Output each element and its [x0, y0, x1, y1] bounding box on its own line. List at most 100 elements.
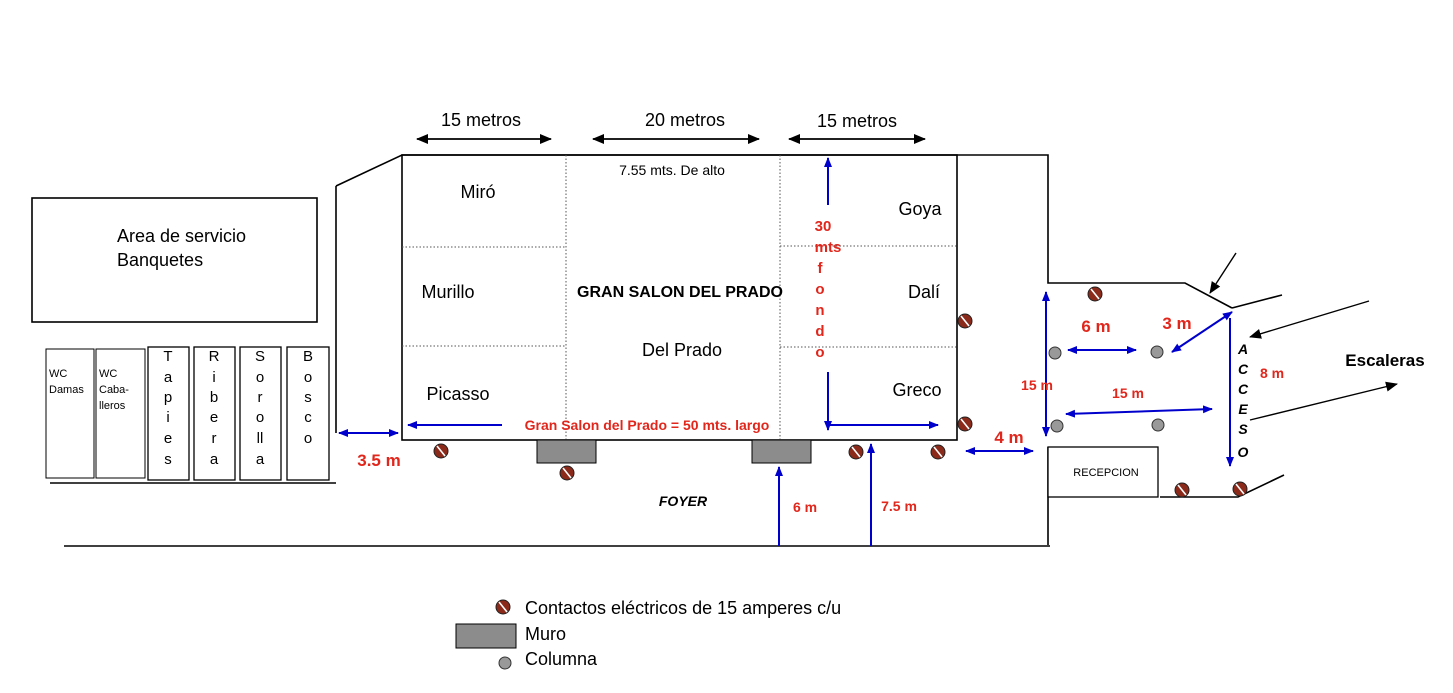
columns [1048, 345, 1165, 433]
legend-outlets-label: Contactos eléctricos de 15 amperes c/u [525, 598, 841, 618]
svg-text:O: O [1238, 444, 1249, 460]
height-note: 7.55 mts. De alto [619, 162, 725, 178]
foyer-label: FOYER [659, 493, 708, 509]
wc-caballeros: WC Caba- lleros [95, 348, 146, 479]
room-picasso: Picasso [426, 384, 489, 404]
outlet-icon [1087, 286, 1103, 302]
svg-text:o: o [256, 369, 264, 386]
svg-text:p: p [164, 389, 172, 406]
svg-text:8 m: 8 m [1260, 365, 1284, 381]
svg-text:15 m: 15 m [1112, 385, 1144, 401]
legend: Contactos eléctricos de 15 amperes c/u M… [455, 598, 841, 670]
length-label: Gran Salon del Prado = 50 mts. largo [525, 417, 770, 433]
svg-text:o: o [304, 369, 312, 386]
gran-salon: 7.55 mts. De alto Miró Murillo Picasso G… [401, 154, 958, 441]
column-icon [1048, 346, 1062, 360]
outlet-icon [930, 444, 946, 460]
room-tapies: T a p i e s [147, 346, 190, 481]
service-area-line2: Banquetes [117, 250, 203, 270]
muro-icon [455, 623, 517, 649]
access-area: RECEPCION 15 m 6 m 3 m 15 m 8 m A C C E … [1021, 252, 1425, 498]
svg-text:R: R [209, 348, 220, 365]
dim-left-label: 15 metros [441, 110, 521, 130]
del-prado-label: Del Prado [642, 340, 722, 360]
svg-text:6 m: 6 m [1081, 317, 1110, 336]
outlet-icon [1174, 482, 1190, 498]
top-dimensions: 15 metros 20 metros 15 metros [416, 110, 926, 144]
column-icon [1151, 418, 1165, 432]
outlet-icon [848, 444, 864, 460]
svg-text:E: E [1238, 401, 1248, 417]
svg-text:WC: WC [99, 368, 117, 380]
dim-center-label: 20 metros [645, 110, 725, 130]
svg-text:T: T [163, 348, 172, 365]
room-murillo: Murillo [421, 282, 474, 302]
svg-text:f: f [818, 260, 824, 277]
outlet-icon [1232, 481, 1248, 497]
svg-text:n: n [815, 302, 824, 319]
outlets [433, 286, 1248, 498]
outlet-icon [495, 599, 511, 615]
svg-text:a: a [164, 369, 173, 386]
svg-text:4 m: 4 m [994, 428, 1023, 447]
svg-text:o: o [256, 409, 264, 426]
room-ribera: R i b e r a [193, 346, 236, 481]
outlet-icon [957, 416, 973, 432]
svg-text:C: C [1238, 381, 1249, 397]
column-icon [498, 656, 512, 670]
column-icon [1150, 345, 1164, 359]
svg-text:30: 30 [815, 218, 832, 235]
svg-text:o: o [815, 281, 824, 298]
svg-text:s: s [164, 451, 172, 468]
dim-right-label: 15 metros [817, 111, 897, 131]
outlet-icon [957, 313, 973, 329]
svg-text:a: a [256, 451, 265, 468]
svg-text:e: e [164, 430, 172, 447]
svg-text:6 m: 6 m [793, 499, 817, 515]
legend-columna-label: Columna [525, 649, 598, 669]
legend-muro-label: Muro [525, 624, 566, 644]
svg-text:B: B [303, 348, 313, 365]
column-icon [1050, 419, 1064, 433]
svg-text:b: b [210, 389, 218, 406]
svg-text:e: e [210, 409, 218, 426]
svg-text:i: i [212, 369, 215, 386]
svg-text:r: r [212, 430, 217, 447]
svg-text:3.5 m: 3.5 m [357, 451, 400, 470]
outlet-icon [559, 465, 575, 481]
svg-text:Damas: Damas [49, 384, 84, 396]
svg-text:o: o [304, 430, 312, 447]
svg-text:A: A [1237, 341, 1248, 357]
room-sorolla: S o r o ll a [239, 346, 282, 481]
muro-block-right [751, 439, 812, 464]
svg-text:S: S [255, 348, 265, 365]
outlet-icon [433, 443, 449, 459]
acceso-label: A C C E S O [1237, 341, 1249, 460]
room-goya: Goya [898, 199, 942, 219]
room-greco: Greco [892, 380, 941, 400]
svg-text:c: c [304, 409, 312, 426]
svg-text:lleros: lleros [99, 400, 126, 412]
main-salon-title: GRAN SALON DEL PRADO [577, 284, 783, 301]
svg-text:Caba-: Caba- [99, 384, 129, 396]
svg-text:s: s [304, 389, 312, 406]
svg-text:d: d [815, 323, 824, 340]
recepcion-label: RECEPCION [1073, 467, 1138, 479]
escaleras-label: Escaleras [1345, 351, 1424, 370]
room-miro: Miró [461, 182, 496, 202]
svg-text:C: C [1238, 361, 1249, 377]
svg-text:S: S [1238, 421, 1248, 437]
svg-text:mts: mts [815, 239, 842, 256]
service-area: Area de servicio Banquetes [31, 197, 318, 323]
foyer-dimensions: 3.5 m 6 m 7.5 m 4 m FOYER [338, 428, 1034, 546]
wc-damas: WC Damas [45, 348, 95, 479]
service-area-line1: Area de servicio [117, 226, 246, 246]
svg-text:i: i [166, 409, 169, 426]
svg-text:15 m: 15 m [1021, 377, 1053, 393]
svg-text:3 m: 3 m [1162, 314, 1191, 333]
depth-label: 30 mts f o n d o [815, 218, 842, 361]
svg-text:a: a [210, 451, 219, 468]
muro-block-left [536, 439, 597, 464]
svg-text:o: o [815, 344, 824, 361]
